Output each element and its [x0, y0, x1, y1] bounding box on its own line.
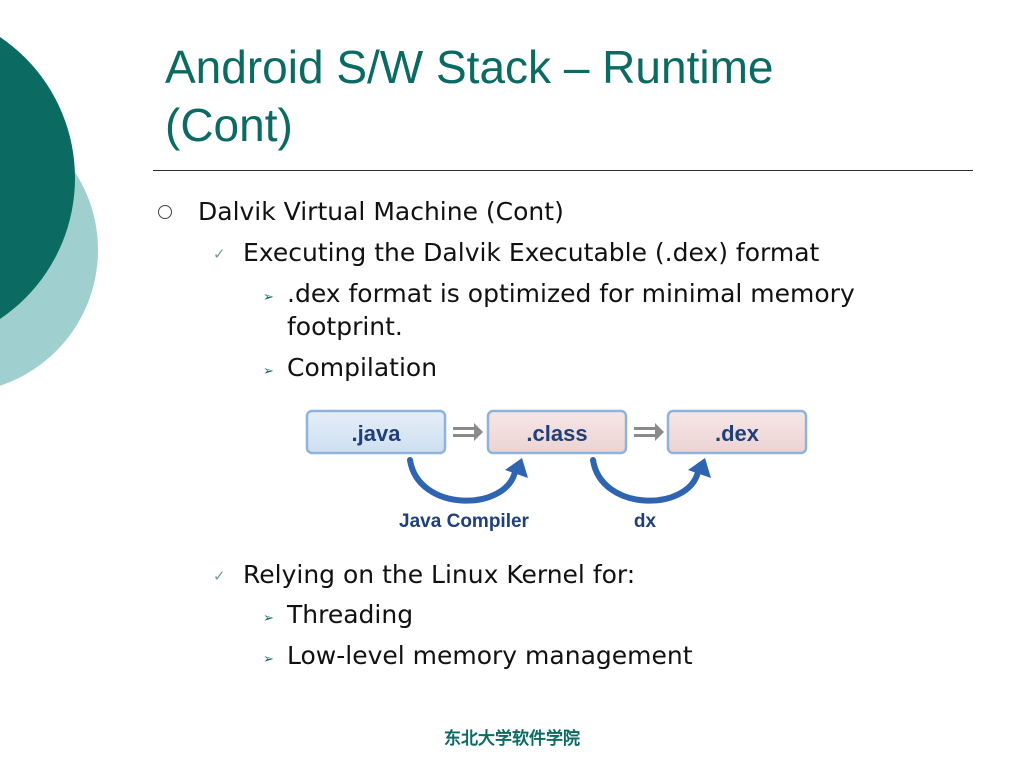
curved-arrow-icon: [590, 457, 711, 504]
class-box: [486, 409, 628, 455]
arrow-bullet-icon: ➢: [263, 611, 274, 626]
circle-bullet-icon: [158, 205, 172, 219]
title-divider: [153, 170, 973, 171]
arrow-bullet-icon: ➢: [263, 364, 274, 379]
java-box: [305, 409, 447, 455]
class-box-label: .class: [526, 421, 587, 446]
dark-teal-circle: [0, 37, 75, 319]
bullet-threading: Threading: [287, 600, 414, 629]
bullet-compilation: Compilation: [287, 353, 438, 382]
bullet-dex-optimized-line2: footprint.: [287, 312, 403, 341]
decorative-circles: [0, 37, 98, 386]
compilation-diagram: .java .class .dex Java Compiler dx: [305, 409, 808, 532]
java-compiler-label: Java Compiler: [399, 511, 529, 532]
title-line-2: (Cont): [165, 99, 293, 151]
check-bullet-icon: ✓: [213, 245, 226, 263]
bullet-dalvik-vm: Dalvik Virtual Machine (Cont): [198, 197, 564, 226]
dx-label: dx: [634, 511, 657, 532]
double-arrow-icon: [634, 423, 664, 441]
footer-school-name: 东北大学软件学院: [444, 729, 580, 749]
curved-arrow-icon: [407, 457, 528, 504]
slide-title: Android S/W Stack – Runtime (Cont): [165, 38, 965, 154]
double-arrow-icon: [453, 423, 483, 441]
arrow-bullet-icon: ➢: [263, 652, 274, 667]
dex-box-label: .dex: [715, 421, 760, 446]
bullet-memory-management: Low-level memory management: [287, 641, 693, 670]
java-box-label: .java: [352, 421, 402, 446]
check-bullet-icon: ✓: [213, 567, 226, 585]
bullet-linux-kernel: Relying on the Linux Kernel for:: [243, 560, 636, 589]
bullet-executing-dex: Executing the Dalvik Executable (.dex) f…: [243, 238, 820, 267]
title-line-1: Android S/W Stack – Runtime: [165, 41, 774, 93]
bullet-dex-optimized-line1: .dex format is optimized for minimal mem…: [287, 279, 855, 308]
arrow-bullet-icon: ➢: [263, 290, 274, 305]
dex-box: [666, 409, 808, 455]
